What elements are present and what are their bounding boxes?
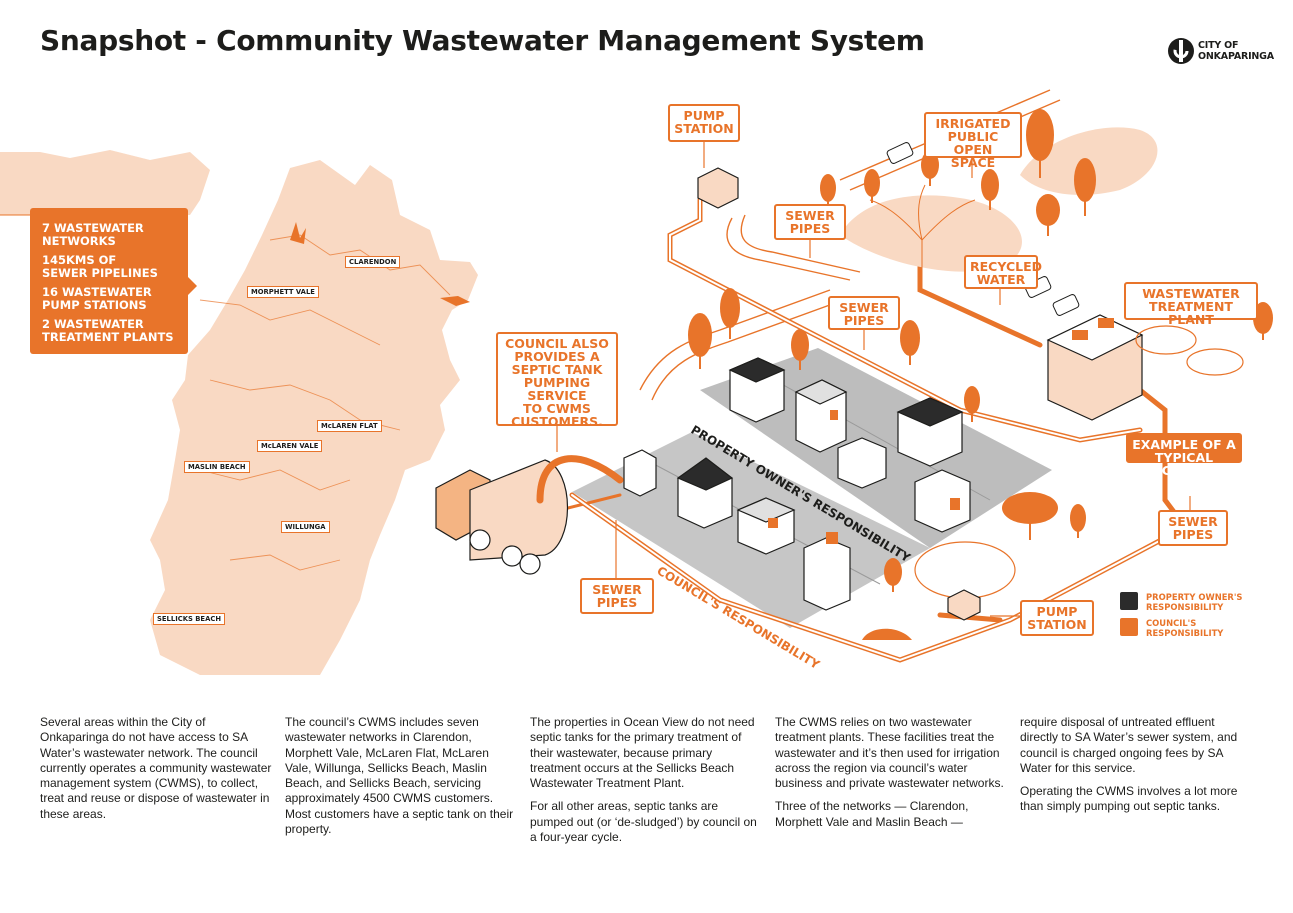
- callout-sewer-pipes-4: SEWER PIPES: [580, 578, 654, 614]
- text-column-3: The properties in Ocean View do not need…: [530, 715, 762, 853]
- legend-swatch-property: [1120, 592, 1138, 610]
- stat-treatment-plants: 2 WASTEWATER TREATMENT PLANTS: [42, 317, 174, 344]
- callout-treatment-plant: WASTEWATER TREATMENT PLANT: [1124, 282, 1258, 326]
- callout-pump-station-top: PUMP STATION: [668, 104, 740, 142]
- stats-pointer: [187, 276, 197, 296]
- callout-recycled-water: RECYCLED WATER: [964, 255, 1042, 289]
- column-5-paragraph-2: Operating the CWMS involves a lot more t…: [1020, 784, 1238, 814]
- column-4-paragraph-1: The CWMS relies on two wastewater treatm…: [775, 715, 1004, 791]
- column-4-paragraph-2: Three of the networks — Clarendon, Morph…: [775, 799, 969, 829]
- sprinkler: [869, 184, 976, 275]
- map-label-sellicks-beach: SELLICKS BEACH: [153, 613, 226, 625]
- callout-pump-station-bottom: PUMP STATION: [1020, 600, 1094, 636]
- column-3-paragraph-1: The properties in Ocean View do not need…: [530, 715, 755, 791]
- callout-sewer-pipes-3: SEWER PIPES: [1158, 510, 1228, 546]
- callout-irrigated-space: IRRIGATED PUBLIC OPEN SPACE: [924, 112, 1022, 169]
- text-column-5: require disposal of untreated effluent d…: [1020, 715, 1252, 823]
- trees: [688, 109, 1273, 640]
- map-label-clarendon: CLARENDON: [345, 256, 401, 268]
- stat-pump-stations: 16 WASTEWATER PUMP STATIONS: [42, 285, 152, 312]
- logo-line-1: CITY OF: [1198, 40, 1239, 51]
- houses: [623, 357, 971, 611]
- callout-sewer-pipes-2: SEWER PIPES: [828, 296, 900, 330]
- map-label-maslin-beach: MASLIN BEACH: [184, 461, 250, 473]
- map-label-willunga: WILLUNGA: [281, 521, 330, 533]
- column-1-paragraph-1: Several areas within the City of Onkapar…: [40, 715, 272, 821]
- text-column-4: The CWMS relies on two wastewater treatm…: [775, 715, 1007, 838]
- legend-label-property: PROPERTY OWNER'S RESPONSIBILITY: [1146, 592, 1243, 612]
- city-logo: CITY OF ONKAPARINGA: [1166, 36, 1276, 68]
- legend-label-council: COUNCIL'S RESPONSIBILITY: [1146, 618, 1224, 638]
- cars: [886, 142, 1080, 316]
- callout-septic-service: COUNCIL ALSO PROVIDES A SEPTIC TANK PUMP…: [496, 332, 618, 428]
- page-title: Snapshot - Community Wastewater Manageme…: [40, 24, 925, 57]
- stat-networks: 7 WASTEWATER NETWORKS: [42, 221, 144, 248]
- map-label-mclaren-vale: McLAREN VALE: [257, 440, 323, 452]
- onkaparinga-logo-icon: [1168, 38, 1194, 64]
- pump-station-units: [697, 167, 981, 621]
- pipes-inner: [571, 199, 1181, 662]
- logo-line-2: ONKAPARINGA: [1198, 51, 1274, 62]
- column-2-paragraph-1: The council’s CWMS includes seven wastew…: [285, 715, 514, 837]
- cwms-illustration: PROPERTY OWNER'S RESPONSIBILITY COUNCIL'…: [0, 89, 1273, 675]
- text-column-1: Several areas within the City of Onkapar…: [40, 715, 272, 830]
- column-5-paragraph-1: require disposal of untreated effluent d…: [1020, 715, 1238, 775]
- map-label-mclaren-flat: McLAREN FLAT: [317, 420, 382, 432]
- callout-leaders: [556, 142, 1191, 617]
- callout-example-cwms: EXAMPLE OF A TYPICAL CWMS: [1126, 433, 1242, 477]
- map-label-morphett-vale: MORPHETT VALE: [247, 286, 319, 298]
- text-column-2: The council’s CWMS includes seven wastew…: [285, 715, 517, 845]
- septic-tanker-truck: [435, 455, 624, 575]
- stats-panel: 7 WASTEWATER NETWORKS 145KMS OF SEWER PI…: [30, 208, 188, 354]
- legend-swatch-council: [1120, 618, 1138, 636]
- callout-sewer-pipes-1: SEWER PIPES: [774, 204, 846, 240]
- treatment-plant-building: [1046, 314, 1244, 421]
- region-map: [0, 150, 478, 675]
- stat-pipelines: 145KMS OF SEWER PIPELINES: [42, 253, 158, 280]
- column-3-paragraph-2: For all other areas, septic tanks are pu…: [530, 799, 757, 845]
